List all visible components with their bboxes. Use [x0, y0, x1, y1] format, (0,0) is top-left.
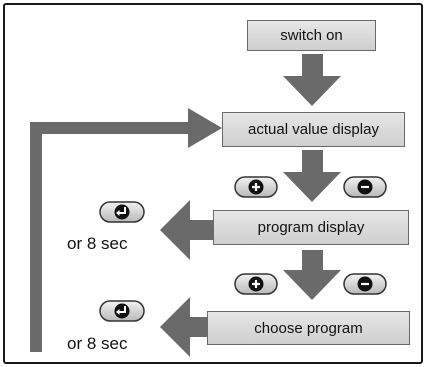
step-actual-value-display-label: actual value display [248, 121, 379, 138]
down-arrow-1 [283, 54, 341, 106]
minus-key-icon [343, 273, 387, 295]
timeout-label-2: or 8 sec [67, 334, 128, 353]
enter-key-icon [99, 300, 145, 322]
enter-key-icon [99, 201, 145, 223]
step-actual-value-display: actual value display [222, 112, 405, 147]
plus-key-icon [234, 176, 278, 198]
timeout-label-1: or 8 sec [67, 234, 128, 253]
minus-key-icon [343, 176, 387, 198]
step-program-display: program display [213, 210, 409, 245]
left-arrow-2 [160, 297, 207, 357]
down-arrow-3 [283, 250, 341, 300]
down-arrow-2 [283, 150, 341, 202]
step-choose-program-label: choose program [254, 319, 363, 337]
step-switch-on: switch on [247, 20, 376, 51]
left-arrow-1 [160, 200, 213, 260]
loop-back-arrow [30, 108, 222, 352]
step-choose-program: choose program [207, 311, 410, 345]
plus-key-icon [234, 273, 278, 295]
step-program-display-label: program display [257, 219, 365, 236]
step-switch-on-label: switch on [280, 27, 343, 44]
